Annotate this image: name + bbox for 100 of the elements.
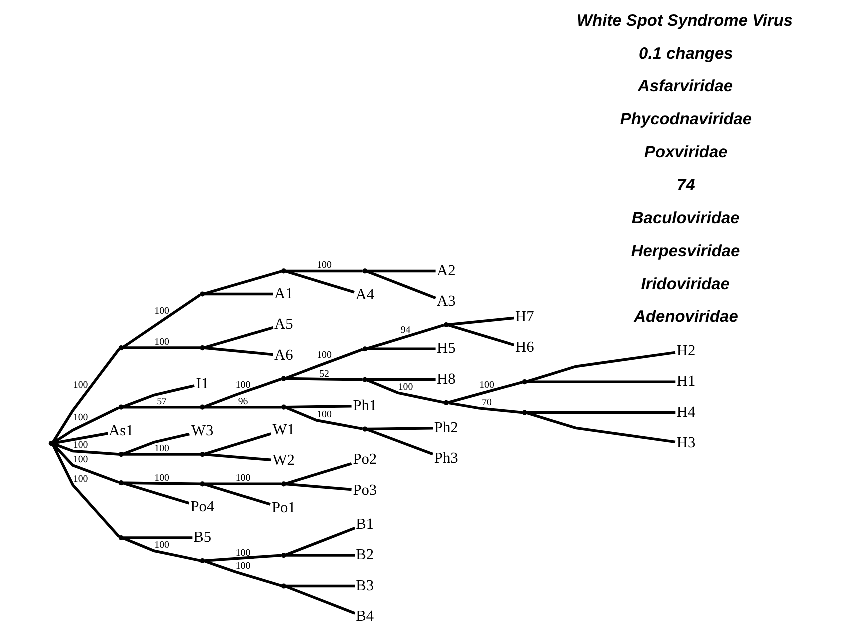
connector xyxy=(286,405,352,409)
connector xyxy=(286,554,356,557)
node-point xyxy=(200,452,206,458)
connector xyxy=(286,482,352,492)
connector xyxy=(204,560,282,588)
edge-label: 100 xyxy=(398,382,414,393)
node-point xyxy=(362,268,368,274)
edge-label: 100 xyxy=(236,380,251,391)
node-text: A3 xyxy=(436,292,456,310)
node-text: W2 xyxy=(272,452,295,470)
edge-label: 100 xyxy=(154,336,170,348)
edge-label: 96 xyxy=(238,396,248,408)
label: 74 xyxy=(676,176,696,194)
connector xyxy=(123,346,200,350)
connector xyxy=(527,380,676,384)
node-text: B3 xyxy=(356,577,374,594)
connector xyxy=(286,270,363,273)
connector xyxy=(52,406,120,444)
node-point xyxy=(200,292,206,297)
node-text: B4 xyxy=(356,608,374,626)
node-text: Ph1 xyxy=(353,397,378,414)
edge-label: 100 xyxy=(154,473,170,484)
edge-label: 100 xyxy=(154,443,170,454)
connector xyxy=(204,326,274,350)
connector xyxy=(204,346,274,356)
connector xyxy=(52,348,121,443)
node-point xyxy=(281,376,286,382)
connector xyxy=(366,270,436,300)
node-text: A2 xyxy=(436,262,456,280)
edge-label: 100 xyxy=(73,454,88,466)
connector xyxy=(52,442,120,456)
connector xyxy=(123,453,200,456)
connector xyxy=(123,384,195,408)
connector xyxy=(204,554,282,562)
connector xyxy=(366,428,434,456)
edge-label: 100 xyxy=(317,409,332,420)
node-point xyxy=(281,404,286,410)
connector xyxy=(204,482,282,486)
node-text: B5 xyxy=(194,529,212,546)
connector xyxy=(448,381,523,404)
node-text: B1 xyxy=(356,516,374,533)
label: Poxviridae xyxy=(644,144,728,162)
connector xyxy=(204,406,282,409)
node-text: Po3 xyxy=(353,482,378,499)
connector xyxy=(52,444,120,484)
edge-label: 100 xyxy=(73,380,88,391)
connector xyxy=(204,432,272,456)
label: Phycodnaviridae xyxy=(620,110,752,129)
node-point xyxy=(200,482,206,487)
connector xyxy=(286,584,356,588)
node-point xyxy=(281,482,286,487)
connector xyxy=(526,351,676,384)
connector xyxy=(286,406,364,430)
node-text: A4 xyxy=(356,286,375,304)
connector xyxy=(366,324,444,350)
label: Adenoviridae xyxy=(634,308,738,326)
node-point xyxy=(362,377,368,382)
node-text: Po1 xyxy=(272,499,296,516)
edge-label: 100 xyxy=(73,440,88,452)
node-point xyxy=(118,480,124,486)
connector xyxy=(53,432,108,445)
node-text: W1 xyxy=(272,421,295,438)
connector xyxy=(367,348,436,351)
edge-label: 100 xyxy=(154,540,170,552)
connector xyxy=(122,294,202,349)
node-text: A6 xyxy=(274,346,294,364)
node-point xyxy=(200,558,206,564)
connector xyxy=(204,292,274,296)
edge-label: 100 xyxy=(236,560,251,572)
label: White Spot Syndrome Virus xyxy=(577,12,794,30)
node-text: Po2 xyxy=(353,451,378,468)
node-text: A5 xyxy=(274,316,294,334)
connector xyxy=(367,270,436,273)
node-text: H7 xyxy=(515,308,534,326)
node-point xyxy=(118,535,124,540)
connector xyxy=(527,411,676,414)
label: Herpesviridae xyxy=(631,242,740,260)
label: Iridoviridae xyxy=(641,275,730,294)
node-point xyxy=(200,404,206,410)
label: Baculoviridae xyxy=(632,209,740,228)
node-text: A1 xyxy=(274,285,294,302)
node-text: H3 xyxy=(676,434,696,452)
node-text: Po4 xyxy=(190,498,215,516)
edge-label: 100 xyxy=(480,380,494,391)
node-text: H8 xyxy=(436,370,456,388)
node-text: As1 xyxy=(109,422,134,440)
edge-label: 100 xyxy=(73,474,88,486)
node-point xyxy=(118,404,124,410)
node-point xyxy=(522,380,528,385)
connector xyxy=(367,378,436,382)
node-text: H1 xyxy=(676,373,696,390)
connector xyxy=(204,378,282,408)
connector xyxy=(123,432,190,456)
connector xyxy=(52,444,121,538)
node-point xyxy=(281,553,286,558)
connector xyxy=(204,453,272,462)
connector xyxy=(123,406,200,409)
label: 0.1 changes xyxy=(639,44,734,63)
node-point xyxy=(118,452,124,458)
edge-label: 100 xyxy=(317,350,332,362)
